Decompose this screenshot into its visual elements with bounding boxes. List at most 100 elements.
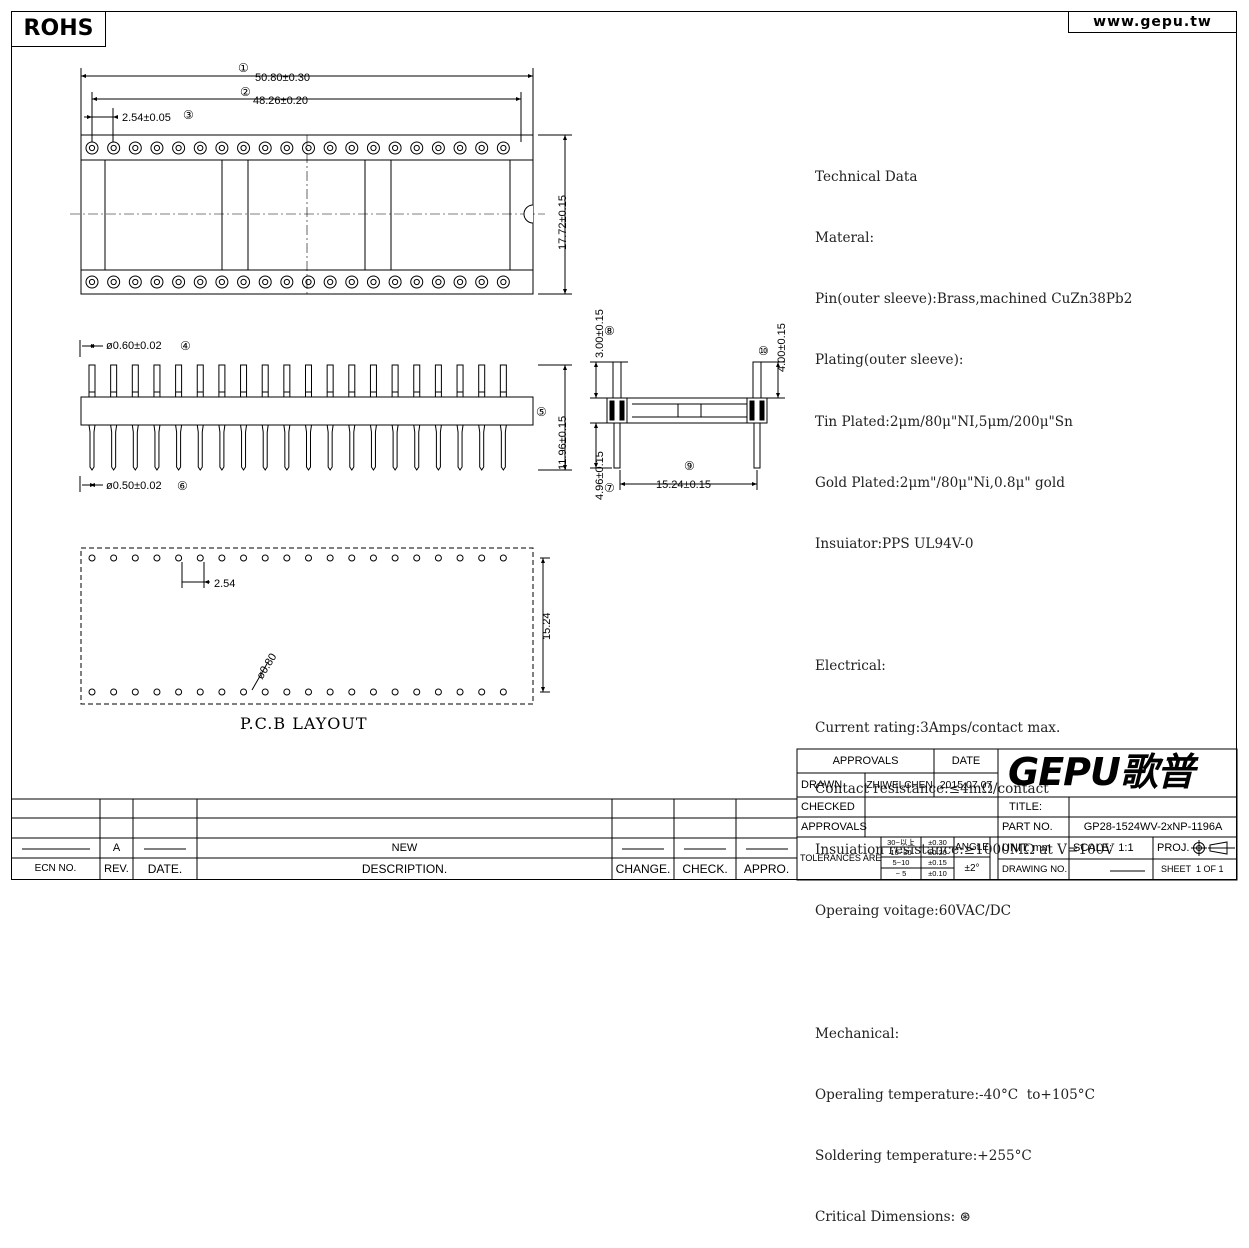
pin-hole-bottom xyxy=(413,278,420,286)
pin-sleeve-top xyxy=(215,141,229,155)
pin-sleeve-bottom xyxy=(388,275,402,289)
pcb-hole-top xyxy=(218,554,226,562)
drawn-date: 2015.07.07 xyxy=(939,779,993,791)
description-label: DESCRIPTION. xyxy=(361,861,448,876)
pin-sleeve-bottom xyxy=(150,275,164,289)
pin-sleeve-bottom xyxy=(496,275,510,289)
pin-tail xyxy=(261,424,269,471)
dim-body-height: 17.72±0.15 xyxy=(557,195,569,250)
end-sleeve-hatch-left xyxy=(609,400,615,421)
pcb-hole-top xyxy=(326,554,334,562)
arrowhead xyxy=(563,135,567,140)
pin-sleeve-top xyxy=(193,141,207,155)
pin-hole-top xyxy=(327,144,334,152)
pin-tail xyxy=(175,424,183,471)
pin-tail xyxy=(434,424,442,471)
appro-label: APPRO. xyxy=(743,861,790,876)
tech-insulation-res: Insuiation resistance:≥1000MΩ at V=100V xyxy=(815,842,1115,859)
tech-pin: Pin(outer sleeve):Brass,machined CuZn38P… xyxy=(815,291,1133,308)
pin-hole-top xyxy=(197,144,204,152)
pcb-hole-bottom xyxy=(218,688,226,696)
tol-range-2: 10~30 xyxy=(890,847,912,857)
pin-tail xyxy=(283,424,291,471)
pin-top-sleeve xyxy=(153,364,161,398)
pin-sleeve-top xyxy=(345,141,359,155)
drawn-by: ZHIWEI.CHEN xyxy=(866,779,933,791)
arrowhead xyxy=(594,463,598,468)
pcb-hole-bottom xyxy=(348,688,356,696)
arrowhead xyxy=(541,687,545,692)
pcb-hole-bottom xyxy=(283,688,291,696)
pin-sleeve-top xyxy=(302,141,315,155)
pin-hole-bottom xyxy=(500,278,507,286)
pcb-hole-bottom xyxy=(88,688,96,696)
end-body-outline xyxy=(607,397,767,424)
dim-pin-dia-bottom: ø0.50±0.02 xyxy=(106,480,162,492)
part-no-label: PART NO. xyxy=(1002,821,1053,833)
rev-description: NEW xyxy=(391,842,418,854)
pin-sleeve-top xyxy=(85,141,99,155)
gepu-logo: GEPU歌普 xyxy=(1008,750,1195,794)
sheet-label: SHEET xyxy=(1161,864,1192,874)
pin-top-sleeve xyxy=(261,364,269,398)
pcb-hole-top xyxy=(131,554,139,562)
title-label: TITLE: xyxy=(1009,801,1043,813)
change-label: CHANGE. xyxy=(615,861,671,876)
pin-sleeve-bottom xyxy=(431,275,445,289)
pin-sleeve-bottom xyxy=(237,275,251,289)
pin-sleeve-bottom xyxy=(172,275,186,289)
unit-value: mm xyxy=(1032,842,1051,854)
arrowhead xyxy=(91,344,96,348)
pin-sleeve-bottom xyxy=(85,275,99,289)
arrowhead xyxy=(541,558,545,563)
drawing-no-label: DRAWING NO. xyxy=(1002,863,1068,875)
tech-heading: Technical Data xyxy=(815,168,918,185)
pin-hole-bottom xyxy=(218,278,225,286)
pin-top-sleeve xyxy=(196,364,204,398)
pcb-outline xyxy=(80,547,534,705)
pcb-layout-view xyxy=(80,547,550,705)
pin-sleeve-bottom xyxy=(323,275,337,289)
pcb-hole-top xyxy=(240,554,248,562)
pin-hole-top xyxy=(110,144,117,152)
pcb-hole-top xyxy=(369,554,377,562)
tech-current: Current rating:3Amps/contact max. xyxy=(815,719,1061,736)
pin-hole-bottom xyxy=(370,278,377,286)
pin-sleeve-top xyxy=(366,141,380,155)
dim-pin-span: 48.26±0.20 xyxy=(253,95,308,107)
pin-sleeve-bottom xyxy=(280,275,294,289)
end-sleeve-hatch-right xyxy=(749,400,755,421)
pcb-hole-top xyxy=(283,554,291,562)
end-pin-top-right xyxy=(752,361,762,399)
pin-tail xyxy=(413,424,421,471)
pcb-hole-top xyxy=(88,554,96,562)
pcb-hole-bottom xyxy=(175,688,183,696)
pcb-hole-top xyxy=(196,554,204,562)
pcb-hole-top xyxy=(413,554,421,562)
arrowhead xyxy=(516,97,521,101)
pin-tail xyxy=(391,424,399,471)
marker-10: ⑩ xyxy=(758,344,769,358)
website-label: www.gepu.tw xyxy=(1068,11,1237,33)
pin-sleeve-bottom xyxy=(258,275,272,289)
pin-sleeve-bottom xyxy=(302,275,315,289)
pcb-hole-bottom xyxy=(110,688,118,696)
pcb-hole-top xyxy=(175,554,183,562)
tech-plating: Plating(outer sleeve): xyxy=(815,352,964,369)
pin-sleeve-top xyxy=(431,141,445,155)
pin-hole-bottom xyxy=(392,278,399,286)
arrowhead xyxy=(92,97,97,101)
pcb-hole-bottom xyxy=(499,688,507,696)
pcb-hole-top xyxy=(348,554,356,562)
pcb-hole-bottom xyxy=(131,688,139,696)
arrowhead xyxy=(90,483,95,487)
side-view xyxy=(79,340,572,492)
unit-label: UNIT: xyxy=(1002,842,1030,854)
tech-insulator: Insuiator:PPS UL94V-0 xyxy=(815,536,974,553)
pcb-hole-top xyxy=(261,554,269,562)
tech-gold: Gold Plated:2μm"/80μ"Ni,0.8μ" gold xyxy=(815,474,1065,491)
pin-sleeve-top xyxy=(475,141,489,155)
pin-hole-top xyxy=(262,144,269,152)
pin-sleeve-bottom xyxy=(345,275,359,289)
pin-top-sleeve xyxy=(283,364,291,398)
